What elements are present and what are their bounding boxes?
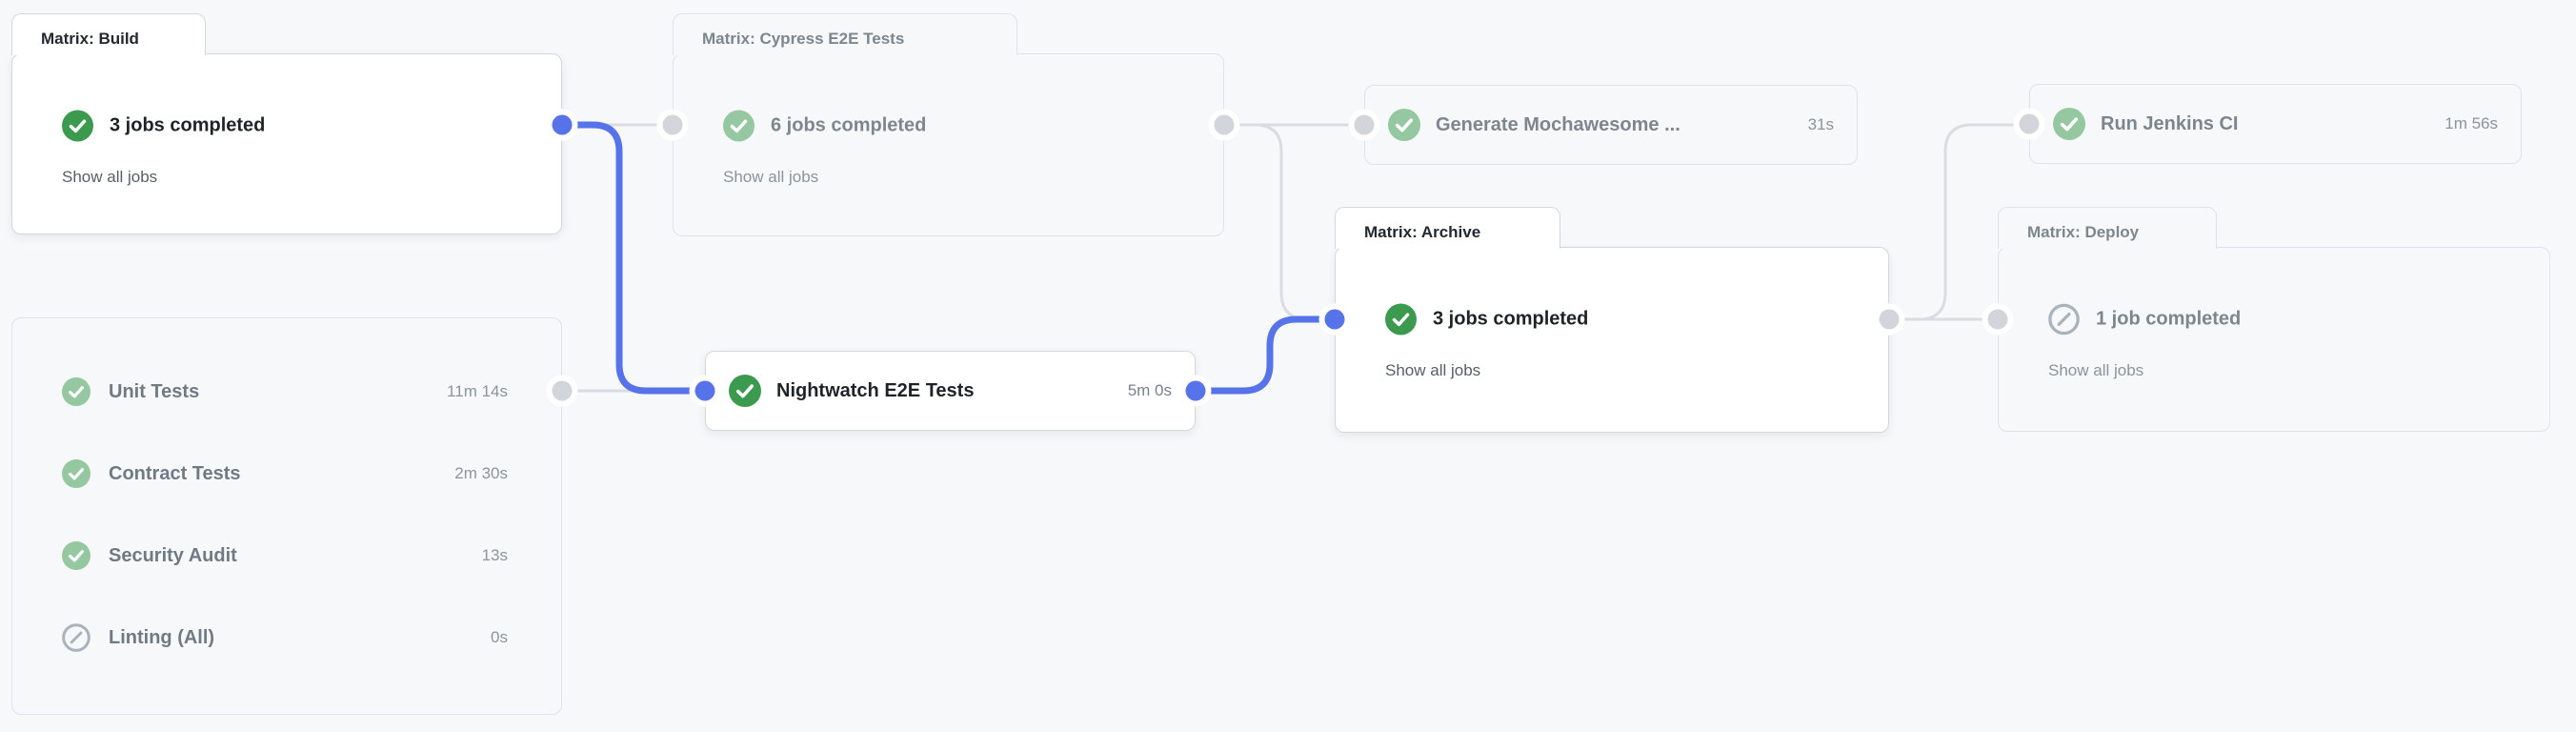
group-status-text: 3 jobs completed [1433, 308, 1589, 330]
group-status-text: 3 jobs completed [110, 114, 266, 136]
group-tab-build: Matrix: Build [11, 13, 206, 55]
skipped-icon [62, 623, 91, 652]
show-all-jobs-link[interactable]: Show all jobs [2048, 361, 2144, 379]
edge-cypress-archive [1222, 123, 1337, 321]
success-icon [729, 375, 761, 407]
group-card-cypress[interactable]: 6 jobs completed Show all jobs [673, 53, 1224, 236]
group-tab-archive-label: Matrix: Archive [1364, 223, 1481, 241]
show-all-jobs-link[interactable]: Show all jobs [1385, 361, 1481, 379]
group-card-build[interactable]: 3 jobs completed Show all jobs [11, 53, 562, 234]
group-tab-deploy: Matrix: Deploy [1998, 207, 2217, 249]
skipped-icon [2048, 303, 2080, 336]
show-all-jobs-link[interactable]: Show all jobs [62, 168, 158, 186]
job-duration: 11m 14s [447, 382, 508, 400]
group-status-text: 6 jobs completed [771, 114, 927, 136]
job-duration: 1m 56s [2445, 114, 2498, 132]
group-card-deploy[interactable]: 1 job completed Show all jobs [1998, 247, 2550, 432]
show-all-jobs-link[interactable]: Show all jobs [723, 168, 819, 186]
group-tab-build-label: Matrix: Build [41, 30, 139, 48]
job-duration: 5m 0s [1127, 381, 1172, 399]
success-icon [1385, 303, 1417, 336]
success-icon-faded [62, 459, 91, 488]
job-duration: 0s [491, 628, 508, 646]
job-card-jenkins[interactable]: Run Jenkins CI 1m 56s [2029, 84, 2522, 164]
group-tab-archive: Matrix: Archive [1335, 207, 1560, 249]
job-name: Security Audit [109, 544, 237, 566]
job-card-mochawesome[interactable]: Generate Mochawesome ... 31s [1364, 85, 1858, 165]
job-duration: 2m 30s [454, 464, 508, 482]
job-card-nightwatch[interactable]: Nightwatch E2E Tests 5m 0s [705, 351, 1196, 431]
group-card-tests[interactable]: Unit Tests 11m 14s Contract Tests 2m 30s… [11, 317, 562, 715]
success-icon-faded [1388, 109, 1420, 141]
job-name: Run Jenkins CI [2101, 112, 2239, 134]
job-name: Contract Tests [109, 462, 241, 484]
job-name: Nightwatch E2E Tests [776, 379, 975, 401]
job-row-security-audit[interactable]: Security Audit 13s [12, 515, 561, 597]
job-name: Linting (All) [109, 626, 215, 648]
group-tab-cypress-label: Matrix: Cypress E2E Tests [702, 30, 905, 48]
group-card-archive[interactable]: 3 jobs completed Show all jobs [1335, 247, 1889, 433]
success-icon-faded [62, 377, 91, 406]
success-icon-faded [62, 541, 91, 570]
edge-nightwatch-archive-highlighted [1192, 315, 1338, 395]
group-tab-cypress: Matrix: Cypress E2E Tests [673, 13, 1017, 55]
success-icon [62, 110, 93, 142]
success-icon-faded [2053, 108, 2085, 140]
group-tab-deploy-label: Matrix: Deploy [2027, 223, 2140, 241]
job-duration: 13s [481, 546, 508, 564]
job-row-unit-tests[interactable]: Unit Tests 11m 14s [12, 351, 561, 433]
job-name: Generate Mochawesome ... [1436, 113, 1680, 135]
job-name: Unit Tests [109, 380, 200, 402]
job-row-contract-tests[interactable]: Contract Tests 2m 30s [12, 433, 561, 515]
group-status-text: 1 job completed [2096, 308, 2242, 330]
success-icon-faded [723, 110, 755, 142]
job-row-linting[interactable]: Linting (All) 0s [12, 597, 561, 679]
job-duration: 31s [1807, 115, 1834, 133]
